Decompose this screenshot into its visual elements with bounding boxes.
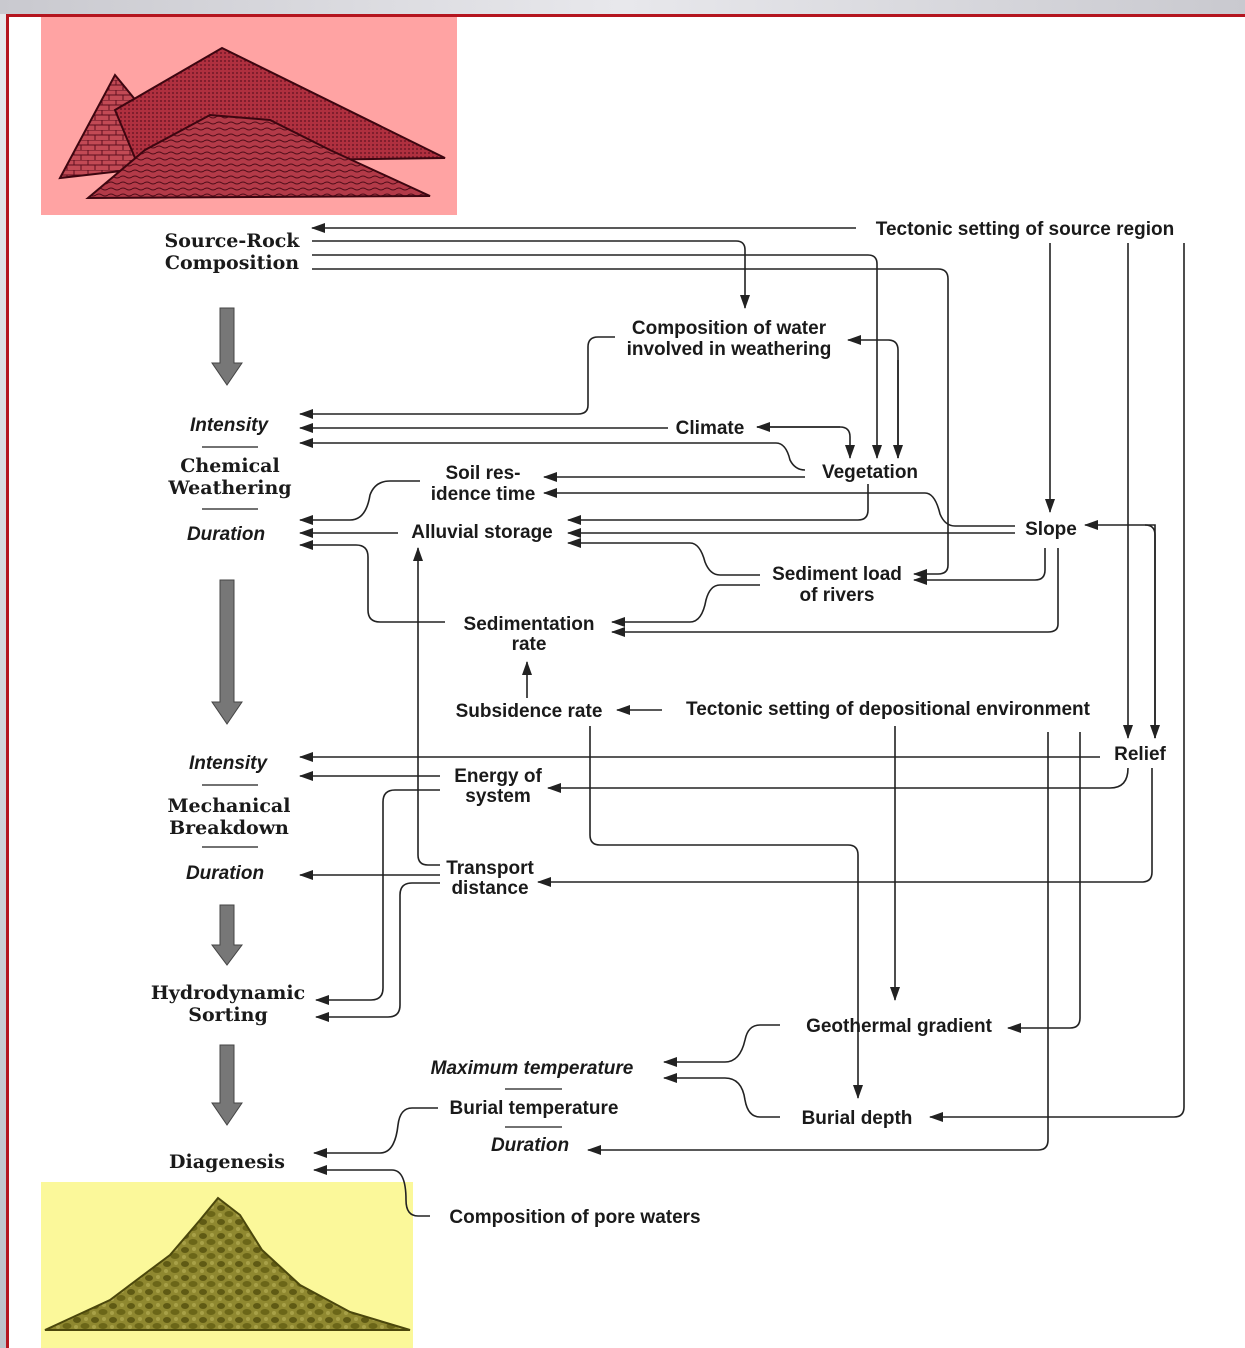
transport-distance-line-2: distance (451, 878, 528, 899)
stage-labels: Source-Rock Composition Intensity Chemic… (151, 230, 305, 1173)
burial-depth-label: Burial depth (802, 1108, 913, 1129)
transport-distance-line-1: Transport (446, 858, 534, 879)
diagenesis-label: Diagenesis (169, 1151, 285, 1173)
pore-waters-label: Composition of pore waters (449, 1207, 700, 1228)
title-bar (0, 0, 1245, 14)
mech-duration-label: Duration (186, 863, 264, 884)
relief-label: Relief (1114, 744, 1166, 765)
alluvial-storage-label: Alluvial storage (411, 522, 553, 543)
sediment-load-line-1: Sediment load (772, 564, 902, 585)
chem-duration-label: Duration (187, 524, 265, 545)
process-flow-arrows (211, 307, 243, 1126)
hydro-sorting-line-1: Hydrodynamic (151, 982, 305, 1004)
sedimentation-rate-line-2: rate (512, 634, 547, 655)
soil-residence-line-2: idence time (431, 484, 536, 505)
water-composition-line-2: involved in weathering (627, 339, 832, 360)
source-rock-line-2: Composition (165, 252, 299, 274)
energy-system-line-2: system (465, 786, 531, 807)
chem-intensity-label: Intensity (190, 415, 270, 436)
source-rock-mountains-icon (58, 46, 446, 200)
sedimentation-rate-line-1: Sedimentation (464, 614, 595, 635)
geothermal-gradient-label: Geothermal gradient (806, 1016, 992, 1037)
tectonic-depositional-label: Tectonic setting of depositional environ… (686, 699, 1091, 720)
chem-weathering-line-1: Chemical (180, 455, 279, 477)
water-composition-line-1: Composition of water (632, 318, 827, 339)
source-rock-line-1: Source-Rock (165, 230, 301, 252)
climate-label: Climate (676, 418, 745, 439)
hydro-sorting-line-2: Sorting (188, 1004, 268, 1026)
soil-residence-line-1: Soil res- (446, 463, 521, 484)
factor-labels: Tectonic setting of source region Compos… (411, 219, 1174, 1228)
vegetation-label: Vegetation (822, 462, 918, 483)
mech-intensity-label: Intensity (189, 753, 269, 774)
sediment-pile-icon (44, 1196, 411, 1331)
stage-dividers (202, 446, 562, 1128)
subsidence-rate-label: Subsidence rate (456, 701, 603, 722)
diagram-page (6, 14, 1245, 1348)
tectonic-source-label: Tectonic setting of source region (876, 219, 1174, 240)
connector-lines (299, 223, 1185, 1217)
energy-system-line-1: Energy of (454, 766, 542, 787)
slope-label: Slope (1025, 519, 1077, 540)
mech-breakdown-line-1: Mechanical (168, 795, 291, 817)
chem-weathering-line-2: Weathering (167, 477, 291, 499)
sediment-load-line-2: of rivers (800, 585, 875, 606)
burial-temperature-label: Burial temperature (450, 1098, 619, 1119)
maximum-temperature-label: Maximum temperature (431, 1058, 634, 1079)
mech-breakdown-line-2: Breakdown (169, 817, 289, 839)
burial-duration-label: Duration (491, 1135, 569, 1156)
